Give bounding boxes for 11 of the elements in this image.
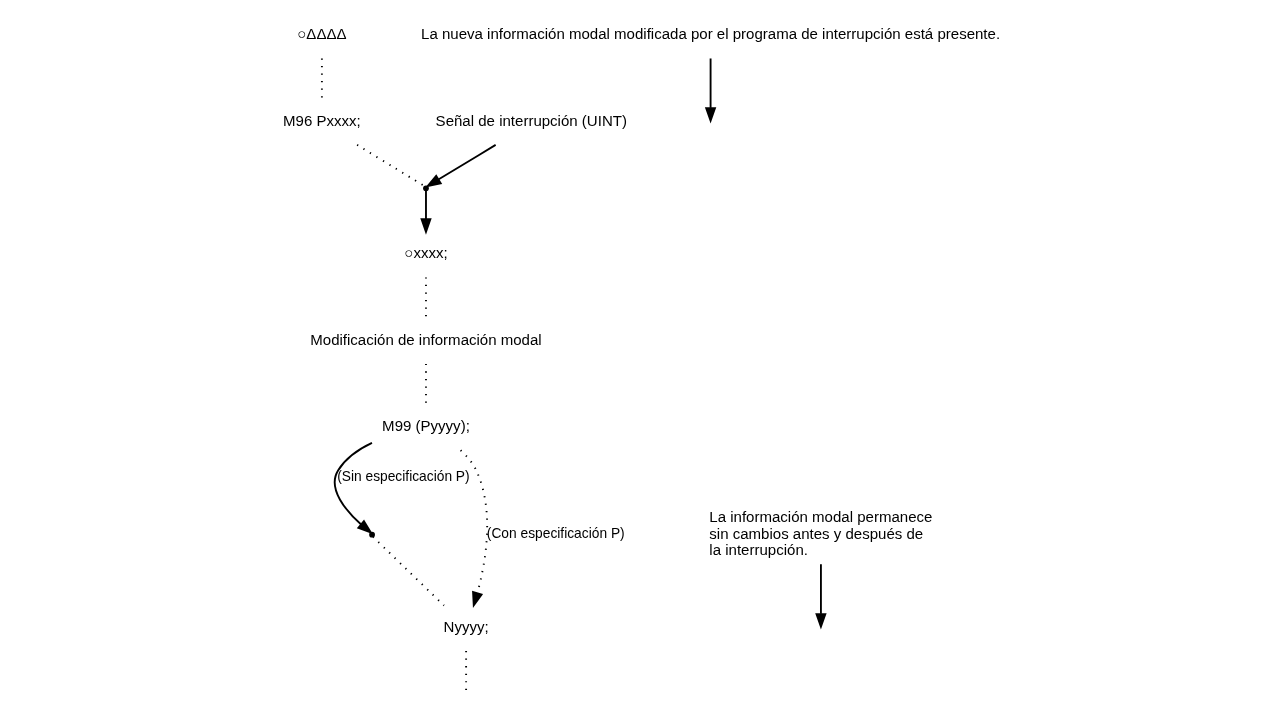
edge-label: (Con especificación P): [486, 526, 625, 542]
node-text: Modificación de información modal: [309, 330, 542, 348]
node-text: M96 Pxxxx;: [282, 111, 361, 129]
node-text: M99 (Pyyyy);: [381, 417, 470, 435]
node-text: La nueva información modal modificada por el programa de interrupción está presente.: [420, 25, 1000, 43]
edge-label: (Sin especificación P): [336, 469, 470, 485]
node-text: La información modal permanece sin cambios antes y después de la interrupción.: [708, 508, 932, 558]
node-text: Señal de interrupción (UINT): [435, 111, 627, 129]
node-text: ○ΔΔΔΔ: [296, 25, 347, 43]
node-text: Nyyyy;: [443, 618, 489, 636]
node-text: ○xxxx;: [403, 244, 448, 262]
